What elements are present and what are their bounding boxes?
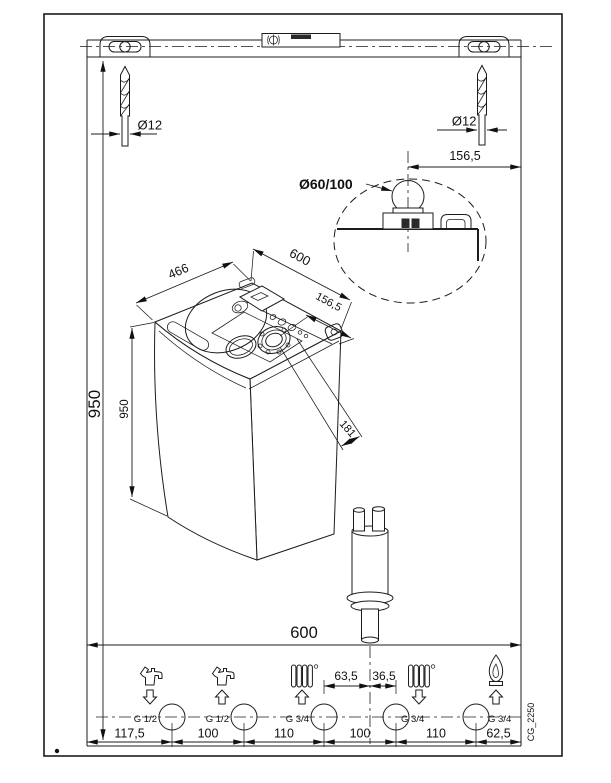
radiator-icon bbox=[291, 664, 319, 688]
thread-label: G 3/4 bbox=[286, 714, 309, 725]
flue-detail-bubble bbox=[333, 151, 487, 304]
condensate-siphon bbox=[346, 506, 394, 744]
thread-label: G 3/4 bbox=[401, 714, 424, 725]
connection-symbols bbox=[140, 654, 504, 705]
top-oval-opening bbox=[225, 335, 257, 359]
drill-diameter-left-label: Ø12 bbox=[138, 118, 163, 133]
tap-icon bbox=[140, 666, 163, 686]
boiler-width-label: 600 bbox=[287, 245, 313, 268]
flue-diameter-label: Ø60/100 bbox=[299, 176, 353, 192]
thread-label: G 1/2 bbox=[134, 714, 157, 725]
wall-width-dimension: 600 bbox=[87, 624, 521, 648]
page-dot bbox=[54, 748, 60, 754]
thread-label: G 1/2 bbox=[206, 714, 229, 725]
segment-label: 117,5 bbox=[114, 727, 144, 741]
arrow-up-icon bbox=[294, 689, 310, 705]
front-grip-slot bbox=[166, 321, 210, 351]
boiler-height-dimension: 950 bbox=[119, 322, 168, 517]
drill-bit-left bbox=[120, 65, 130, 147]
boiler-top-handle bbox=[440, 214, 472, 229]
thread-label: G 3/4 bbox=[488, 714, 511, 725]
drill-callout-right: Ø12 bbox=[437, 114, 507, 133]
tap-icon bbox=[212, 666, 235, 686]
radiator-icon bbox=[408, 664, 436, 688]
segment-label: 110 bbox=[274, 727, 294, 741]
mounting-rail bbox=[80, 33, 556, 58]
rail-bracket-right bbox=[458, 36, 510, 57]
flue-collar bbox=[257, 325, 291, 355]
connection-row: G 1/2 G 1/2 G 3/4 G 3/4 G 3/4 bbox=[96, 703, 521, 731]
flue-to-edge-label: 156,5 bbox=[449, 149, 480, 163]
boiler-isometric-view bbox=[154, 277, 344, 561]
segment-label: 62,5 bbox=[486, 727, 510, 741]
segment-label: 110 bbox=[426, 727, 446, 741]
drill-callout-left: Ø12 bbox=[91, 118, 163, 137]
drawing-id: CG_2250 bbox=[526, 703, 536, 742]
arrow-down-icon bbox=[411, 689, 427, 705]
bottom-dimension-chain: 117,5 100 110 100 110 62,5 bbox=[87, 723, 521, 747]
condensate-offset-dimensions: 63,5 36,5 bbox=[323, 669, 397, 694]
flue-offset-side-label: 181 bbox=[337, 418, 358, 440]
rail-bracket-left bbox=[99, 36, 151, 57]
condensate-right-label: 36,5 bbox=[372, 669, 396, 683]
arrow-down-icon bbox=[142, 689, 158, 705]
arrow-up-icon bbox=[214, 689, 230, 705]
flue-diameter-callout: Ø60/100 bbox=[299, 176, 393, 192]
boiler-top-face bbox=[154, 282, 343, 380]
boiler-height-label: 950 bbox=[119, 399, 131, 418]
flue-to-edge-dimension: 156,5 bbox=[408, 149, 521, 170]
gas-flame-icon bbox=[488, 654, 504, 686]
wall-height-dimension: 950 bbox=[85, 61, 106, 740]
wall-outline bbox=[86, 40, 522, 747]
arrow-up-icon bbox=[488, 689, 504, 705]
page-border bbox=[43, 13, 563, 757]
segment-label: 100 bbox=[198, 727, 219, 741]
drill-bit-right bbox=[477, 64, 487, 146]
drill-diameter-right-label: Ø12 bbox=[452, 114, 477, 129]
wall-height-label: 950 bbox=[85, 390, 104, 418]
top-tray-recess bbox=[211, 311, 303, 363]
rail-level-plate bbox=[261, 33, 341, 48]
wall-width-label: 600 bbox=[290, 624, 318, 642]
segment-label: 100 bbox=[350, 727, 371, 741]
condensate-left-label: 63,5 bbox=[334, 669, 358, 683]
boiler-depth-label: 466 bbox=[166, 261, 191, 282]
